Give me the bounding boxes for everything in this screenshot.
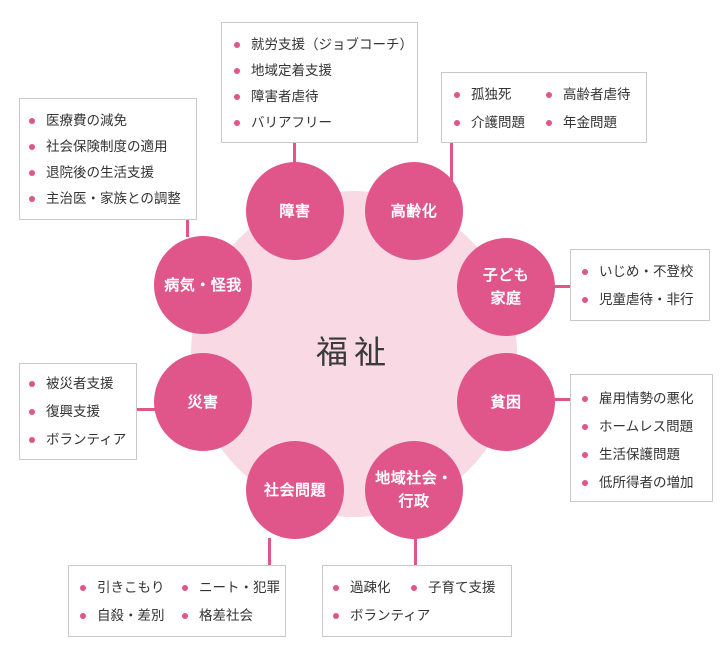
list-item: 障害者虐待 <box>234 87 319 107</box>
bullet-icon <box>454 120 460 126</box>
list-item: 児童虐待・非行 <box>582 290 694 310</box>
bullet-icon <box>29 196 35 202</box>
bullet-icon <box>234 68 240 74</box>
connector-aging <box>450 142 453 182</box>
bullet-icon <box>80 585 86 591</box>
bullet-icon <box>333 585 339 591</box>
list-item: 社会保険制度の適用 <box>29 137 168 157</box>
list-item: いじめ・不登校 <box>582 262 694 282</box>
box-children: いじめ・不登校 児童虐待・非行 <box>570 249 710 321</box>
connector-disaster <box>137 408 159 411</box>
bullet-icon <box>182 613 188 619</box>
list-item: ニート・犯罪 <box>182 578 280 598</box>
list-item: 復興支援 <box>29 402 100 422</box>
bullet-icon <box>546 120 552 126</box>
box-illness: 医療費の減免 社会保険制度の適用 退院後の生活支援 主治医・家族との調整 <box>19 98 197 220</box>
connector-poverty <box>553 398 571 401</box>
list-item: 主治医・家族との調整 <box>29 189 181 209</box>
bullet-icon <box>234 120 240 126</box>
list-item: 引きこもり <box>80 578 165 598</box>
node-social: 社会問題 <box>246 441 344 539</box>
bullet-icon <box>29 409 35 415</box>
bullet-icon <box>182 585 188 591</box>
list-item: 介護問題 <box>454 113 525 133</box>
center-title: 福祉 <box>315 333 392 371</box>
list-item: バリアフリー <box>234 113 332 133</box>
bullet-icon <box>29 437 35 443</box>
list-item: 低所得者の増加 <box>582 473 694 493</box>
bullet-icon <box>582 452 588 458</box>
box-aging: 孤独死 高齢者虐待 介護問題 年金問題 <box>441 72 647 143</box>
bullet-icon <box>29 170 35 176</box>
bullet-icon <box>454 92 460 98</box>
bullet-icon <box>582 297 588 303</box>
bullet-icon <box>582 396 588 402</box>
bullet-icon <box>234 94 240 100</box>
list-item: 孤独死 <box>454 85 512 105</box>
box-poverty: 雇用情勢の悪化 ホームレス問題 生活保護問題 低所得者の増加 <box>570 374 713 502</box>
connector-illness <box>186 219 189 237</box>
list-item: 年金問題 <box>546 113 617 133</box>
bullet-icon <box>411 585 417 591</box>
bullet-icon <box>582 424 588 430</box>
node-illness: 病気・怪我 <box>154 236 252 334</box>
bullet-icon <box>29 144 35 150</box>
box-disability: 就労支援（ジョブコーチ） 地域定着支援 障害者虐待 バリアフリー <box>221 22 418 143</box>
node-children: 子ども家庭 <box>457 238 555 336</box>
node-aging: 高齢化 <box>365 162 463 260</box>
connector-community <box>414 538 417 566</box>
bullet-icon <box>29 381 35 387</box>
list-item: 生活保護問題 <box>582 445 680 465</box>
connector-children <box>553 285 571 288</box>
list-item: ボランティア <box>333 606 430 626</box>
list-item: ボランティア <box>29 430 126 450</box>
bullet-icon <box>582 480 588 486</box>
bullet-icon <box>546 92 552 98</box>
list-item: 地域定着支援 <box>234 61 332 81</box>
list-item: 医療費の減免 <box>29 111 127 131</box>
list-item: 自殺・差別 <box>80 606 165 626</box>
box-social: 引きこもり ニート・犯罪 自殺・差別 格差社会 <box>68 565 286 637</box>
node-disability: 障害 <box>246 162 344 260</box>
bullet-icon <box>234 42 240 48</box>
list-item: 就労支援（ジョブコーチ） <box>234 35 413 55</box>
list-item: ホームレス問題 <box>582 417 693 437</box>
connector-social <box>268 538 271 566</box>
list-item: 雇用情勢の悪化 <box>582 389 694 409</box>
bullet-icon <box>333 613 339 619</box>
bullet-icon <box>582 269 588 275</box>
list-item: 退院後の生活支援 <box>29 163 154 183</box>
center-disc <box>191 191 517 517</box>
list-item: 被災者支援 <box>29 374 114 394</box>
list-item: 過疎化 <box>333 578 391 598</box>
node-poverty: 貧困 <box>457 353 555 451</box>
list-item: 子育て支援 <box>411 578 496 598</box>
node-community: 地域社会・行政 <box>365 441 463 539</box>
list-item: 格差社会 <box>182 606 253 626</box>
box-disaster: 被災者支援 復興支援 ボランティア <box>19 363 137 460</box>
node-disaster: 災害 <box>154 353 252 451</box>
connector-disability <box>293 142 296 164</box>
bullet-icon <box>80 613 86 619</box>
list-item: 高齢者虐待 <box>546 85 631 105</box>
box-community: 過疎化 子育て支援 ボランティア <box>322 565 512 637</box>
bullet-icon <box>29 118 35 124</box>
